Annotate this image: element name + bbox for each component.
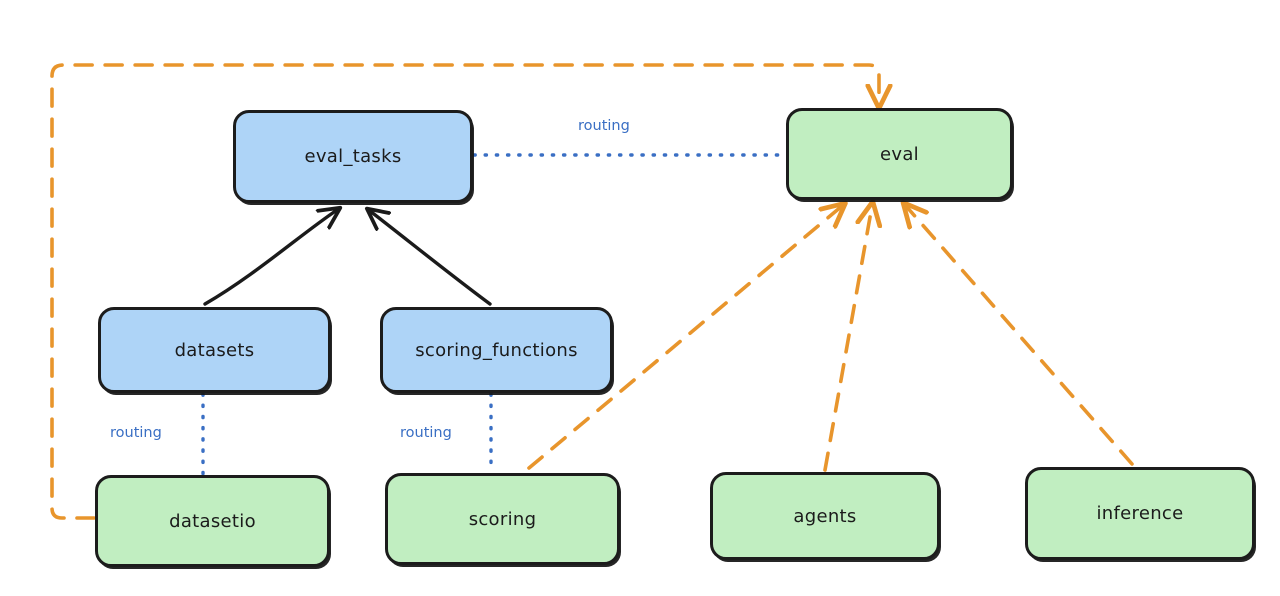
node-label-agents: agents	[793, 505, 857, 527]
edge-datasets-to-eval_tasks	[203, 210, 337, 306]
node-agents[interactable]: agents	[710, 472, 940, 560]
node-label-eval-tasks: eval_tasks	[304, 146, 402, 167]
node-label-eval: eval	[880, 143, 919, 165]
edge-scoring_functions-to-eval_tasks	[370, 211, 492, 306]
edge-label-routing-scoring-functions-to-scoring: routing	[400, 425, 452, 441]
node-eval[interactable]: eval	[786, 108, 1013, 200]
node-eval-tasks[interactable]: eval_tasks	[233, 110, 473, 203]
node-label-scoring-functions: scoring_functions	[415, 339, 578, 361]
node-label-inference: inference	[1096, 503, 1184, 524]
node-inference[interactable]: inference	[1025, 467, 1255, 560]
edge-label-routing-eval-tasks-to-eval: routing	[578, 118, 630, 134]
node-label-datasets: datasets	[174, 339, 255, 361]
edge-agents-to-eval	[823, 206, 872, 472]
node-datasets[interactable]: datasets	[98, 307, 331, 393]
node-label-datasetio: datasetio	[169, 510, 256, 532]
node-label-scoring: scoring	[468, 508, 537, 530]
node-datasetio[interactable]: datasetio	[95, 475, 330, 567]
node-scoring-functions[interactable]: scoring_functions	[380, 307, 613, 393]
edge-label-routing-datasets-to-datasetio: routing	[110, 425, 162, 441]
node-scoring[interactable]: scoring	[385, 473, 620, 565]
edge-inference-to-eval	[906, 206, 1134, 466]
